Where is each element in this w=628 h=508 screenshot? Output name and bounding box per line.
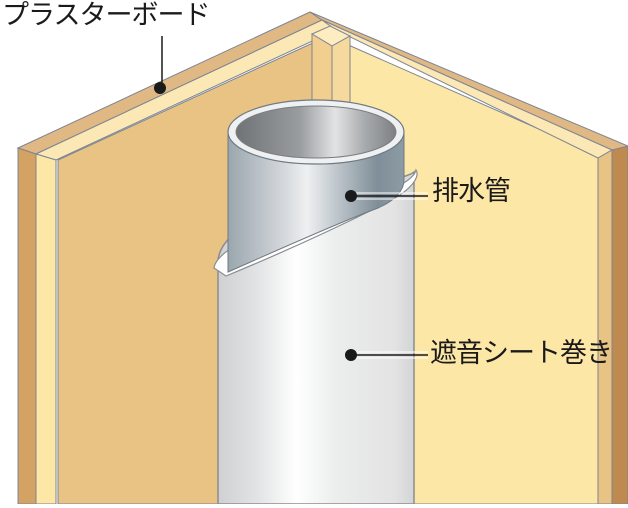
sound-sheet-leader-dot (345, 349, 357, 361)
drain-pipe-body (227, 131, 405, 273)
left-board-side-outer (17, 147, 37, 505)
left-board-side-inner (35, 153, 57, 505)
drain-pipe-inner (235, 105, 397, 159)
drain-pipe-leader-dot (345, 190, 357, 202)
drain-pipe-label: 排水管 (432, 176, 511, 207)
sound-insulation-sheet-label: 遮音シート巻き (430, 338, 613, 369)
plasterboard-label: プラスターボード (2, 0, 210, 31)
plasterboard-leader-dot (154, 82, 166, 94)
right-board-side-outer (611, 145, 628, 505)
right-board-side-inner (597, 149, 613, 505)
